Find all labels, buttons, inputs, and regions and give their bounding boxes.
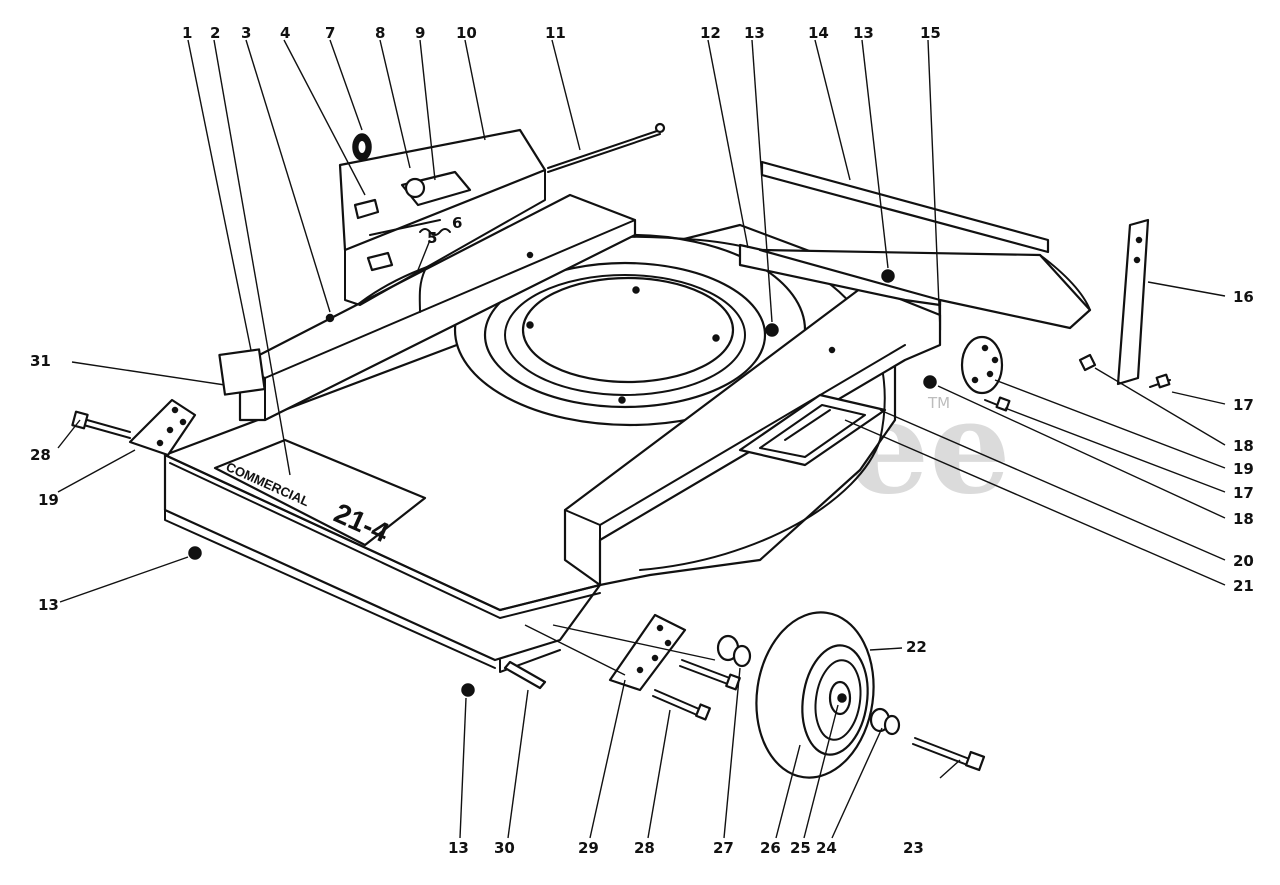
bushing-18-rear — [1078, 353, 1097, 372]
callout-1: 1 — [182, 24, 192, 42]
bolt-28-left — [71, 410, 131, 439]
callout-18-a: 18 — [1233, 437, 1254, 455]
handle-bracket[interactable] — [1116, 218, 1150, 386]
callout-5: 5 — [427, 229, 437, 247]
bolt-29 — [679, 659, 741, 691]
wheel[interactable] — [746, 605, 884, 786]
throttle-knob[interactable] — [352, 133, 372, 161]
bolt-23 — [912, 737, 986, 772]
callout-25: 25 — [790, 839, 811, 857]
callout-16: 16 — [1233, 288, 1254, 306]
callout-28-a: 28 — [634, 839, 655, 857]
trademark-mark: TM — [927, 394, 950, 412]
control-shield[interactable] — [338, 128, 547, 306]
callout-21: 21 — [1233, 577, 1254, 595]
callout-15: 15 — [920, 24, 941, 42]
callout-27: 27 — [713, 839, 734, 857]
right-rail[interactable] — [563, 283, 942, 587]
callout-10: 10 — [456, 24, 477, 42]
spacer-27 — [716, 634, 752, 668]
callout-24: 24 — [816, 839, 837, 857]
bolt-17-upper — [1149, 373, 1171, 389]
callout-18-b: 18 — [1233, 510, 1254, 528]
callout-12: 12 — [700, 24, 721, 42]
spring — [419, 228, 451, 236]
callout-14: 14 — [808, 24, 829, 42]
bolt-28-rear — [652, 689, 711, 721]
callout-17-b: 17 — [1233, 484, 1254, 502]
callout-3: 3 — [241, 24, 251, 42]
callout-28-b: 28 — [30, 446, 51, 464]
callout-7: 7 — [325, 24, 335, 42]
warning-decal — [738, 393, 887, 467]
callout-13-c: 13 — [448, 839, 469, 857]
nut-3 — [325, 313, 335, 323]
callout-8: 8 — [375, 24, 385, 42]
callout-2: 2 — [210, 24, 220, 42]
height-adjuster-rear[interactable] — [608, 613, 687, 692]
height-adjuster-left[interactable] — [128, 398, 197, 457]
callout-23: 23 — [903, 839, 924, 857]
nut-13-rear — [881, 269, 895, 283]
rear-shield[interactable] — [758, 160, 1092, 330]
callout-31: 31 — [30, 352, 51, 370]
nut-13-lower — [461, 683, 475, 697]
callout-22: 22 — [906, 638, 927, 656]
leader-lines — [57, 39, 1226, 839]
callout-29: 29 — [578, 839, 599, 857]
callout-30: 30 — [494, 839, 515, 857]
nut-13-mid — [765, 323, 779, 337]
nut-13-front — [188, 546, 202, 560]
callout-9: 9 — [415, 24, 425, 42]
callout-26: 26 — [760, 839, 781, 857]
callout-19-a: 19 — [1233, 460, 1254, 478]
height-adjuster-right[interactable] — [960, 335, 1004, 395]
callout-20: 20 — [1233, 552, 1254, 570]
wheel-bushing-24 — [869, 707, 901, 736]
axle[interactable] — [503, 660, 547, 690]
control-cable — [418, 269, 426, 313]
callout-13-b: 13 — [853, 24, 874, 42]
callout-4: 4 — [280, 24, 290, 42]
callout-11: 11 — [545, 24, 566, 42]
bolt-17-lower — [984, 396, 1011, 412]
callout-19-b: 19 — [38, 491, 59, 509]
callout-13-d: 13 — [38, 596, 59, 614]
callout-6: 6 — [452, 214, 462, 232]
decal-sheet — [218, 348, 266, 396]
callout-labels: 1 2 3 4 5 6 7 8 9 10 11 12 13 14 13 15 1… — [30, 24, 1254, 857]
callout-13-a: 13 — [744, 24, 765, 42]
bushing-18 — [923, 375, 937, 389]
rod[interactable] — [547, 122, 666, 173]
callout-17-a: 17 — [1233, 396, 1254, 414]
